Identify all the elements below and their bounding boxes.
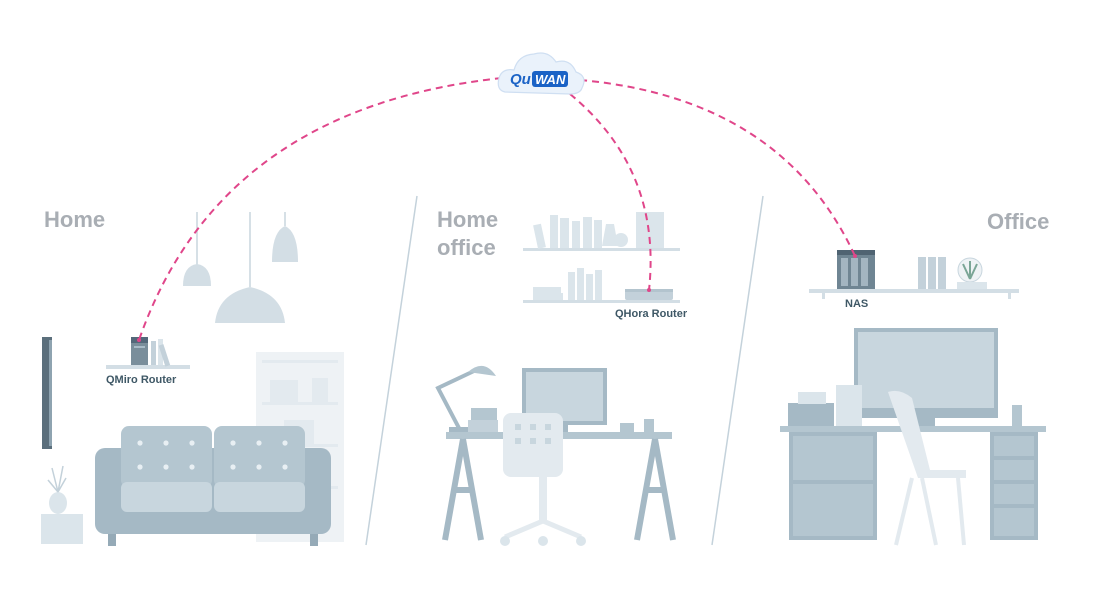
qhora-router-label: QHora Router bbox=[615, 308, 688, 320]
vase bbox=[49, 492, 67, 514]
room-title-office-line: Office bbox=[987, 209, 1050, 234]
office-printer bbox=[788, 392, 834, 427]
room-title-home: Home bbox=[44, 206, 105, 234]
divider-right bbox=[711, 195, 764, 546]
pendant-lamps bbox=[183, 212, 298, 323]
home-office-room bbox=[435, 212, 680, 546]
link-cloud-nas bbox=[579, 79, 856, 257]
wall-tv bbox=[42, 337, 52, 449]
cloud-brand-suffix: WAN bbox=[535, 72, 566, 87]
upper-shelf bbox=[523, 248, 680, 251]
nas-label: NAS bbox=[845, 298, 869, 310]
office-chair bbox=[888, 390, 966, 546]
cloud-icon: Qu WAN bbox=[497, 52, 585, 95]
divider-left bbox=[365, 195, 418, 546]
room-title-office: Office bbox=[987, 208, 1049, 236]
desk-lamp bbox=[435, 369, 475, 431]
sofa bbox=[95, 426, 331, 546]
room-title-home-line: Home bbox=[44, 207, 106, 232]
office-desk bbox=[780, 426, 1046, 540]
office-shelf bbox=[809, 289, 1019, 293]
qmiro-router-label: QMiro Router bbox=[106, 374, 177, 386]
cloud-brand-prefix: Qu bbox=[510, 71, 531, 88]
home-room bbox=[41, 212, 344, 546]
home-shelf bbox=[106, 365, 190, 369]
office-room bbox=[780, 250, 1046, 546]
office-monitor bbox=[854, 328, 998, 426]
room-title-home-office-line-2: office bbox=[437, 235, 496, 260]
side-table bbox=[41, 514, 83, 544]
connection-links bbox=[138, 77, 856, 341]
room-title-home-office-line-1: Home bbox=[437, 207, 499, 232]
lower-shelf bbox=[523, 300, 680, 303]
room-title-home-office: Home office bbox=[437, 206, 498, 262]
home-office-chair bbox=[500, 413, 586, 546]
link-cloud-qmiro bbox=[138, 77, 503, 341]
link-cloud-qhora bbox=[569, 93, 652, 291]
